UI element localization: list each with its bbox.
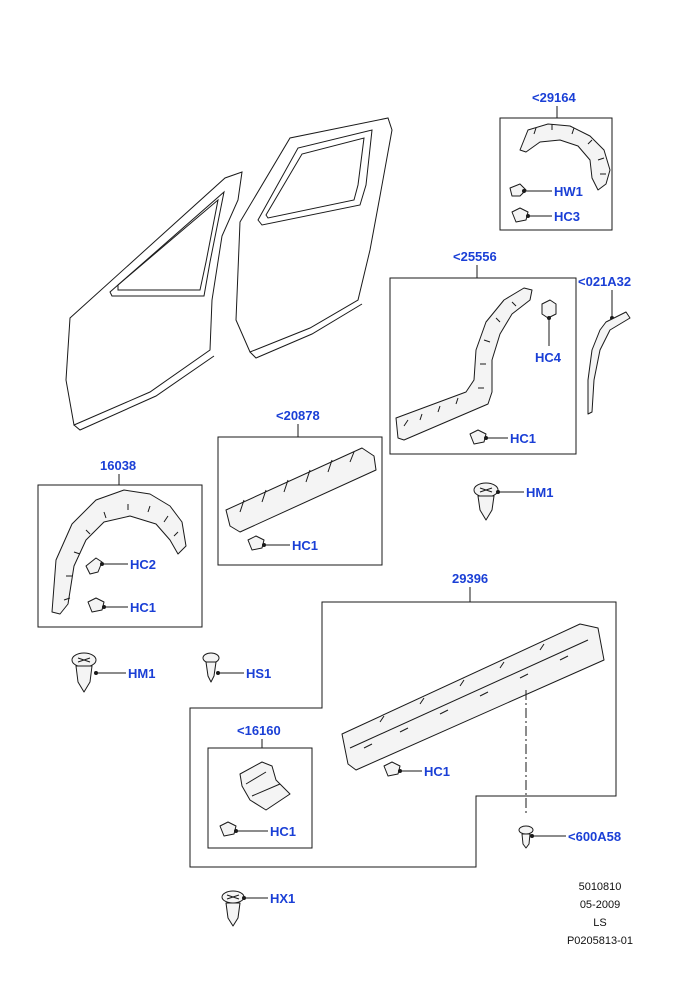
clip-hc4-icon — [541, 299, 557, 319]
rear-door-outline — [235, 117, 393, 359]
part-25556-front-arch-moulding — [395, 287, 533, 441]
callout-hc4: HC4 — [535, 350, 562, 365]
screw-600a58-icon — [518, 825, 534, 849]
callout-hc1-29396: HC1 — [424, 764, 450, 779]
callout-16038: 16038 — [100, 458, 136, 473]
callout-25556: <25556 — [453, 249, 497, 264]
callout-hc1-16160: HC1 — [270, 824, 296, 839]
clip-hc2-icon — [85, 557, 103, 575]
ref-date: 05-2009 — [580, 899, 620, 911]
clip-hc1-16038-icon — [87, 597, 105, 613]
callout-29164: <29164 — [532, 90, 577, 105]
callout-hs1: HS1 — [246, 666, 271, 681]
callout-hc1-16038: HC1 — [130, 600, 156, 615]
box-29164 — [499, 117, 613, 231]
callout-hc3: HC3 — [554, 209, 580, 224]
callout-021a32: <021A32 — [578, 274, 631, 289]
clip-hc3-icon — [511, 207, 529, 223]
callout-hc2: HC2 — [130, 557, 156, 572]
part-021a32-strip — [587, 311, 631, 415]
ref-number: 5010810 — [579, 881, 622, 893]
callout-29396: 29396 — [452, 571, 488, 586]
ref-model: LS — [593, 917, 606, 929]
clip-hc1-25556-icon — [469, 429, 487, 445]
callout-hm1-right: HM1 — [526, 485, 553, 500]
part-29396-sill-moulding — [341, 623, 605, 771]
box-29396 — [189, 601, 617, 868]
box-20878 — [217, 436, 383, 566]
clip-hc1-20878-icon — [247, 535, 265, 551]
fastener-hm1-left-icon — [71, 652, 97, 693]
clip-hc1-16160-icon — [219, 821, 237, 837]
front-door-outline — [65, 171, 243, 431]
part-16038-arch-moulding — [51, 489, 187, 615]
fastener-hx1-icon — [221, 890, 245, 927]
clip-hc1-29396-icon — [383, 761, 401, 777]
box-16038 — [37, 484, 203, 628]
box-16160 — [207, 747, 313, 849]
part-29164-rear-arch-moulding — [519, 123, 611, 191]
box-25556 — [389, 277, 577, 455]
fastener-hm1-right-icon — [473, 482, 499, 521]
callout-16160: <16160 — [237, 723, 281, 738]
callout-hw1: HW1 — [554, 184, 583, 199]
part-20878-moulding — [225, 447, 377, 533]
clip-hw1-icon — [509, 183, 527, 197]
callout-hm1-left: HM1 — [128, 666, 155, 681]
part-16160-bracket — [239, 761, 291, 811]
screw-hs1-icon — [202, 652, 220, 683]
callout-600a58: <600A58 — [568, 829, 621, 844]
callout-hx1: HX1 — [270, 891, 295, 906]
callout-hc1-25556: HC1 — [510, 431, 536, 446]
ref-illustration-id: P0205813-01 — [567, 935, 633, 947]
callout-hc1-20878: HC1 — [292, 538, 318, 553]
callout-20878: <20878 — [276, 408, 320, 423]
